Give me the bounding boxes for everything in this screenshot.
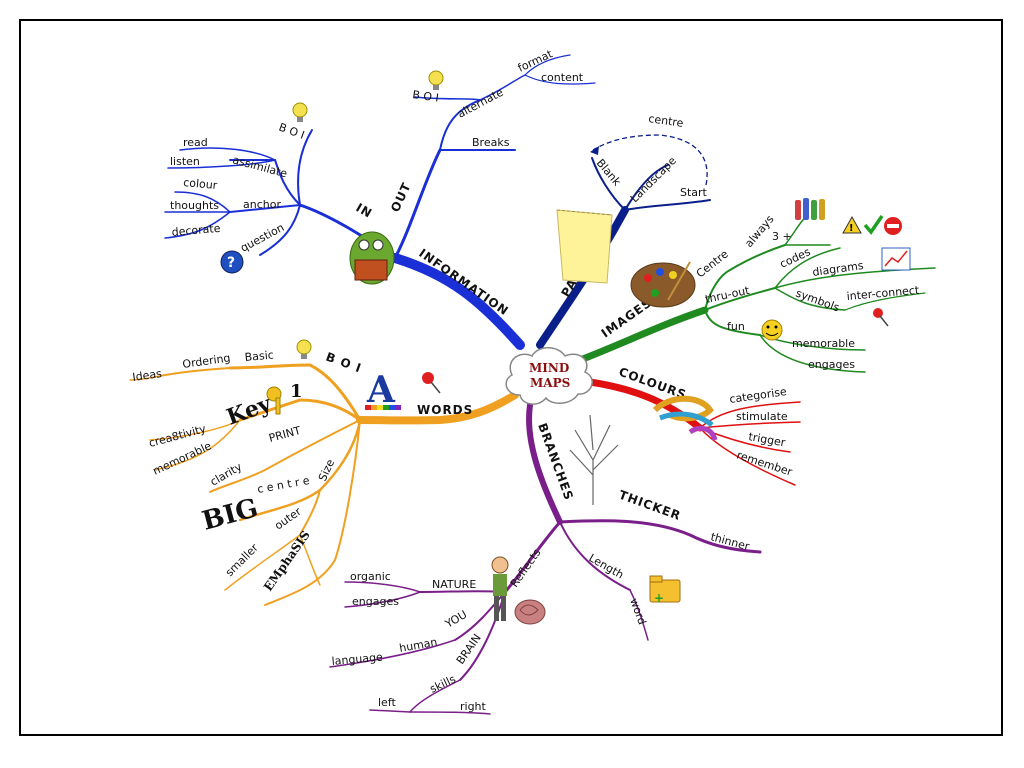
words-centre-label: c e n t r e	[256, 474, 311, 496]
thicker-label: THICKER	[617, 488, 683, 523]
assimilate-label: assimilate	[231, 153, 289, 180]
branches-label: BRANCHES	[535, 421, 576, 502]
centre-label: Centre	[694, 247, 731, 280]
engages-label: engages	[808, 358, 855, 371]
colour-label: colour	[183, 176, 219, 192]
fun-label: fun	[727, 320, 745, 333]
key-icon	[266, 386, 282, 415]
svg-text:A: A	[366, 369, 396, 411]
start-label: Start	[680, 186, 708, 199]
question-icon: ?	[220, 250, 244, 274]
reflects-label: Reflects	[508, 546, 544, 589]
in-boi-label: B O I	[277, 121, 306, 142]
memorable-label: memorable	[792, 337, 855, 350]
paper-centre-arrow	[590, 134, 708, 186]
smiley-icon	[761, 319, 783, 341]
size-label: Size	[316, 457, 337, 483]
line-chart-icon	[881, 247, 911, 271]
organic-label: organic	[350, 570, 391, 583]
clarity-label: clarity	[208, 460, 245, 489]
nature-label: NATURE	[432, 578, 476, 591]
decorate-label: decorate	[171, 222, 221, 239]
person-icon	[491, 556, 509, 621]
three-plus-label: 3 +	[772, 230, 792, 243]
one-label: 1	[290, 381, 303, 402]
trigger-label: trigger	[747, 430, 786, 449]
folder-icon: +	[649, 575, 681, 605]
no-entry-icon	[884, 217, 902, 235]
landscape-label: Landscape	[628, 154, 679, 205]
words-label: WORDS	[417, 403, 473, 417]
listen-label: listen	[170, 155, 200, 168]
branches-labels: BRANCHES THICKER thinner Length word Ref…	[331, 421, 751, 713]
anchor-label: anchor	[243, 198, 281, 211]
branch-images	[571, 217, 936, 373]
breaks-label: Breaks	[472, 136, 510, 149]
lightbulb-icon	[296, 339, 312, 359]
engages-label: engages	[352, 595, 399, 608]
paint-swirl-icon	[652, 395, 718, 441]
center-line2: MAPS	[530, 376, 570, 390]
markers-icon	[795, 198, 825, 220]
codes-label: codes	[778, 245, 813, 271]
emphasis-label: EMphaSIS	[261, 528, 313, 594]
thinner-label: thinner	[709, 530, 751, 553]
question-label: question	[238, 221, 286, 255]
information-label: INFORMATION	[416, 246, 511, 318]
lightbulb-icon	[292, 102, 308, 122]
human-label: human	[398, 635, 438, 654]
center-line1: MIND	[529, 361, 569, 375]
pushpin-icon	[422, 372, 441, 394]
words-labels: WORDS B O I Basic Ordering Ideas Key 1 c…	[132, 348, 473, 594]
brain-icon	[514, 599, 546, 625]
paper-centre-label: centre	[648, 112, 685, 130]
alternate-label: alternate	[455, 86, 505, 121]
symbols-label: symbols	[794, 287, 841, 315]
out-label: OUT	[388, 180, 414, 214]
center-cloud: MIND MAPS	[505, 347, 593, 405]
branch-information	[164, 54, 596, 350]
left-label: left	[378, 696, 397, 709]
content-label: content	[541, 71, 584, 84]
warning-icon: !	[842, 215, 862, 234]
words-boi-label: B O I	[324, 350, 364, 376]
letter-a-icon: A	[365, 369, 401, 411]
bookworm-icon	[349, 231, 395, 285]
basic-label: Basic	[244, 348, 274, 363]
print-label: PRINT	[267, 424, 302, 445]
you-label: YOU	[442, 608, 469, 631]
pushpin-icon	[873, 308, 889, 327]
thoughts-label: thoughts	[170, 199, 219, 212]
svg-text:?: ?	[227, 255, 235, 271]
ideas-label: Ideas	[132, 367, 163, 384]
sticky-note-icon	[556, 209, 613, 284]
language-label: language	[331, 651, 383, 668]
inter-connect-label: inter-connect	[846, 284, 920, 303]
remember-label: remember	[735, 448, 794, 478]
checkmark-icon	[863, 215, 884, 235]
lightbulb-icon	[428, 70, 444, 90]
svg-text:!: !	[849, 223, 854, 234]
right-label: right	[460, 700, 487, 713]
smaller-label: smaller	[223, 541, 261, 579]
stimulate-label: stimulate	[736, 410, 788, 423]
big-label: BIG	[199, 493, 261, 537]
palette-icon	[630, 261, 696, 308]
skills-label: skills	[428, 672, 458, 695]
read-label: read	[183, 136, 208, 149]
tree-icon	[569, 414, 619, 505]
in-label: IN	[354, 200, 375, 220]
branch-words	[129, 363, 519, 606]
word-label: word	[627, 597, 648, 627]
svg-text:+: +	[654, 591, 664, 605]
out-boi-label: B O I	[412, 88, 440, 105]
